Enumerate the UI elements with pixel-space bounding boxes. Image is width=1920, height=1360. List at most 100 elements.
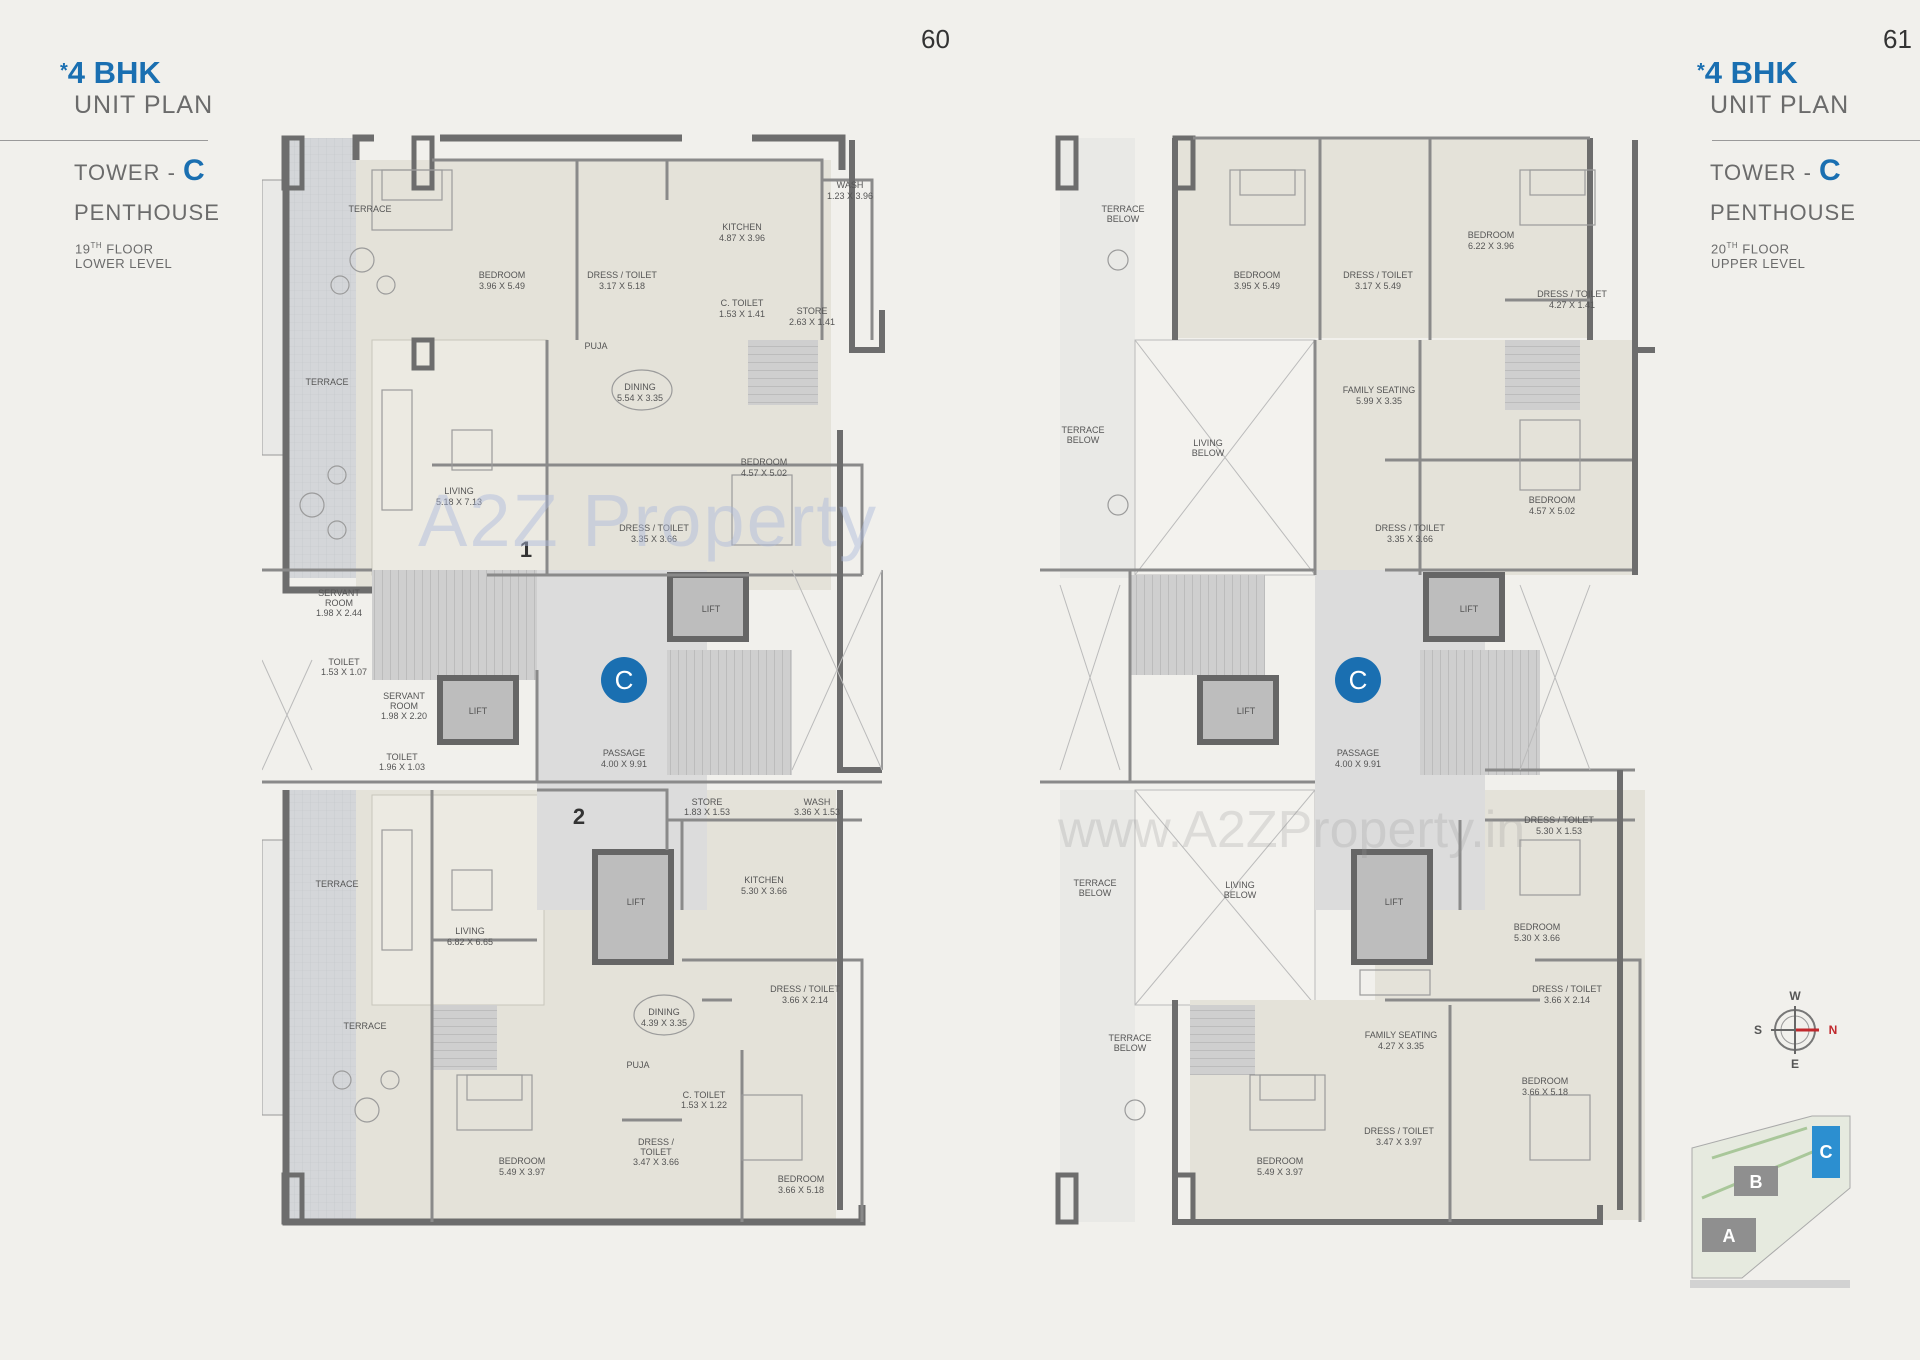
room-label: LIFT (469, 706, 488, 716)
room-label: DINING (624, 382, 656, 392)
room-label: 4.00 X 9.91 (1335, 759, 1381, 769)
room-label: BEDROOM (1529, 495, 1576, 505)
tower-marker (601, 657, 647, 703)
room-label: DRESS / TOILET (1364, 1126, 1434, 1136)
url-watermark: www.A2ZProperty.in (1058, 801, 1526, 859)
room-label: 5.49 X 3.97 (1257, 1167, 1303, 1177)
room-label: BELOW (1079, 888, 1112, 898)
room-label: 5.30 X 1.53 (1536, 826, 1582, 836)
room-label: BEDROOM (1514, 922, 1561, 932)
room-label: 1.23 X 3.96 (827, 191, 873, 201)
room-label: SERVANT (383, 691, 425, 701)
room-label: BEDROOM (499, 1156, 546, 1166)
room-label: SERVANT (318, 588, 360, 598)
room-label: FAMILY SEATING (1343, 385, 1416, 395)
room-label: TERRACE (343, 1021, 386, 1031)
room-label: LIFT (627, 897, 646, 907)
svg-text:S: S (1754, 1023, 1762, 1037)
tower-a-block (1702, 1218, 1756, 1252)
room-label: LIFT (1385, 897, 1404, 907)
room-label: TOILET (386, 752, 418, 762)
unit-marker-1: 1 (520, 537, 532, 562)
room-label: 1.83 X 1.53 (684, 807, 730, 817)
room-label: 5.30 X 3.66 (741, 886, 787, 896)
tower-b-block (1734, 1166, 1778, 1196)
room-label: 4.57 X 5.02 (1529, 506, 1575, 516)
unit-marker-2: 2 (573, 804, 585, 829)
room-label: PASSAGE (1337, 748, 1379, 758)
penthouse-label: PENTHOUSE (1710, 200, 1856, 225)
room-label: 3.66 X 5.18 (1522, 1087, 1568, 1097)
room-labels: TERRACE TERRACE TERRACE TERRACE BEDROOM3… (305, 180, 873, 1195)
tower-c-block (1812, 1126, 1840, 1178)
svg-text:A: A (1723, 1226, 1736, 1246)
header-rule-left (0, 140, 208, 141)
room-label: TERRACE (1073, 878, 1116, 888)
tower-marker (1335, 657, 1381, 703)
room-label: C. TOILET (683, 1090, 726, 1100)
room-label: TERRACE (1108, 1033, 1151, 1043)
room-label: BEDROOM (1522, 1076, 1569, 1086)
room-label: TERRACE (305, 377, 348, 387)
room-label: DRESS / TOILET (770, 984, 840, 994)
room-label: 6.82 X 6.65 (447, 937, 493, 947)
lift-box (592, 849, 674, 965)
room-label: BELOW (1224, 890, 1257, 900)
room-label: 3.96 X 5.49 (479, 281, 525, 291)
room-label: BELOW (1192, 448, 1225, 458)
room-label: BELOW (1067, 435, 1100, 445)
floor-plan-lower-level: C 1 2 TERRACE TERRACE TERRACE TERRACE BE… (262, 134, 885, 1226)
room-label: DRESS / TOILET (1343, 270, 1413, 280)
room-label: DRESS / TOILET (1375, 523, 1445, 533)
penthouse-label: PENTHOUSE (74, 200, 220, 225)
room-label: ROOM (390, 701, 418, 711)
room-label: 3.95 X 5.49 (1234, 281, 1280, 291)
room-label: PUJA (584, 341, 607, 351)
room-label: 4.87 X 3.96 (719, 233, 765, 243)
room-label: DRESS / TOILET (587, 270, 657, 280)
room-label: TERRACE (315, 879, 358, 889)
room-label: 3.47 X 3.66 (633, 1157, 679, 1167)
room-label: WASH (804, 797, 831, 807)
room-label: 1.96 X 1.03 (379, 762, 425, 772)
room-label: BEDROOM (479, 270, 526, 280)
unit-plan-label: UNIT PLAN (1710, 91, 1850, 119)
room-label: DRESS / TOILET (1532, 984, 1602, 994)
room-label: PUJA (626, 1060, 649, 1070)
room-label: DRESS / TOILET (1524, 815, 1594, 825)
room-label: LIVING (444, 486, 474, 496)
room-label: KITCHEN (744, 875, 784, 885)
room-label: DRESS / (638, 1137, 675, 1147)
tower-marker-label: C (1349, 665, 1368, 695)
terrace-below-lower (1060, 790, 1135, 1222)
terrace-below-upper (1060, 138, 1135, 578)
room-label: BELOW (1114, 1043, 1147, 1053)
brand-watermark: A2Z Property (418, 479, 878, 562)
room-label: 4.27 X 3.35 (1378, 1041, 1424, 1051)
room-label: BEDROOM (1234, 270, 1281, 280)
room-label: STORE (797, 306, 828, 316)
room-label: 4.57 X 5.02 (741, 468, 787, 478)
room-label: BEDROOM (778, 1174, 825, 1184)
room-label: TOILET (640, 1147, 672, 1157)
room-label: 3.66 X 2.14 (1544, 995, 1590, 1005)
right-page-header: *4 BHK UNIT PLAN TOWER - C PENTHOUSE 20T… (1697, 56, 1856, 272)
room-label: 1.98 X 2.44 (316, 608, 362, 618)
svg-text:B: B (1750, 1172, 1763, 1192)
room-label: TOILET (328, 657, 360, 667)
room-label: 1.98 X 2.20 (381, 711, 427, 721)
room-label: 3.47 X 3.97 (1376, 1137, 1422, 1147)
unit-type-title: *4 BHK (60, 55, 161, 90)
room-label: LIFT (702, 604, 721, 614)
room-label: BEDROOM (1257, 1156, 1304, 1166)
tower-label: TOWER - C (1710, 154, 1842, 187)
svg-text:C: C (1820, 1142, 1833, 1162)
room-label: PASSAGE (603, 748, 645, 758)
terrace-upper (286, 138, 356, 578)
room-label: LIVING (455, 926, 485, 936)
svg-text:W: W (1789, 990, 1801, 1003)
